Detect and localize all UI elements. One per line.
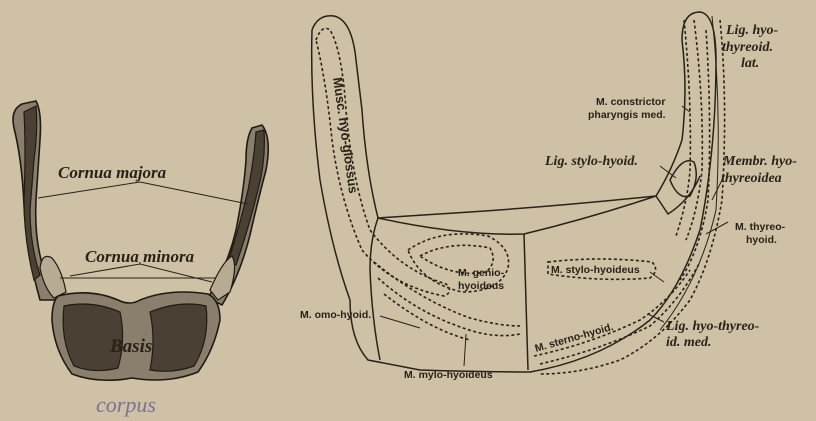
label-m-constrictor-1: M. constrictor — [596, 96, 665, 108]
diagram-body-divider — [524, 234, 528, 370]
label-lig-hyo-thyreoid-lat-3: lat. — [741, 56, 759, 71]
label-m-thyreo-hyoid-1: M. thyreo- — [735, 221, 786, 233]
label-cornua-minora: Cornua minora — [85, 247, 195, 266]
label-membr-hyo-thyreoidea-1: Membr. hyo- — [722, 154, 797, 169]
leader-mylo-hyoideus — [464, 334, 466, 366]
label-musc-hyo-glossus: Musc. hyo-glossus — [330, 76, 361, 194]
leader-omo-hyoid — [380, 316, 420, 328]
constrictor-region-2 — [686, 20, 702, 240]
label-m-stylo-hyoideus: M. stylo-hyoideus — [551, 264, 640, 276]
label-m-genio-hyoideus-2: hyoideus — [458, 280, 504, 292]
label-lig-hyo-thyreoid-lat-2: thyreoid. — [722, 40, 773, 55]
label-membr-hyo-thyreoidea-2: thyreoidea — [721, 171, 782, 186]
label-m-omo-hyoid: M. omo-hyoid. — [300, 309, 371, 321]
label-lig-stylo-hyoid: Lig. stylo-hyoid. — [544, 154, 638, 169]
label-m-mylo-hyoideus: M. mylo-hyoideus — [404, 369, 493, 381]
stylo-hyoid-ligament-knob — [670, 161, 696, 197]
label-lig-hyo-thyreoid-lat-1: Lig. hyo- — [725, 23, 778, 38]
label-basis: Basis — [109, 336, 152, 357]
label-m-genio-hyoideus-1: M. genio- — [458, 267, 505, 279]
label-m-constrictor-2: pharyngis med. — [588, 109, 666, 121]
label-cornua-majora: Cornua majora — [58, 163, 167, 182]
label-lig-hyo-thyreoid-med-1: Lig. hyo-thyreo- — [665, 319, 760, 334]
label-lig-hyo-thyreoid-med-2: id. med. — [666, 335, 712, 350]
leader-constrictor — [682, 106, 690, 112]
handwritten-corpus-note: corpus — [96, 392, 156, 417]
diagram-body-top — [378, 176, 700, 234]
omo-mylo-region-3 — [384, 294, 470, 340]
cornua-majora-leaders — [38, 182, 248, 204]
leader-stylo-hyoid — [660, 166, 676, 178]
label-m-thyreo-hyoid-2: hyoid. — [746, 234, 777, 246]
